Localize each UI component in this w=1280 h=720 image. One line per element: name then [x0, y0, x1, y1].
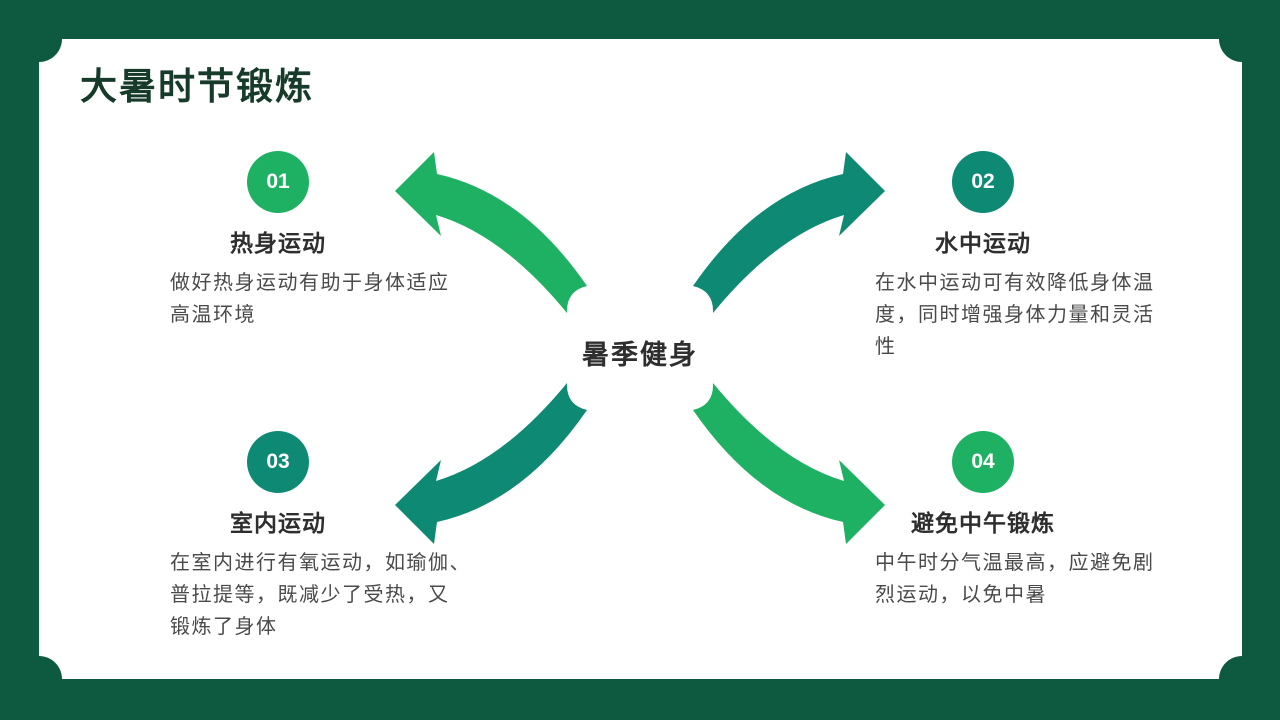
item-description: 在水中运动可有效降低身体温 度，同时增强身体力量和灵活 性	[875, 267, 1187, 363]
corner-notch-bottom-right	[1219, 656, 1265, 702]
description-line: 锻炼了身体	[170, 616, 278, 638]
step-number-badge: 01	[247, 151, 309, 213]
item-indoor-exercise: 03 室内运动 在室内进行有氧运动，如瑜伽、 普拉提等，既减少了受热，又 锻炼了…	[170, 431, 482, 643]
step-number-badge: 04	[952, 431, 1014, 493]
item-description: 中午时分气温最高，应避免剧 烈运动，以免中暑	[875, 547, 1187, 611]
step-number-badge: 03	[247, 431, 309, 493]
item-title: 避免中午锻炼	[911, 510, 1055, 536]
item-warm-up: 01 热身运动 做好热身运动有助于身体适应 高温环境	[170, 151, 482, 331]
content-panel	[39, 39, 1242, 679]
description-line: 普拉提等，既减少了受热，又	[170, 584, 450, 606]
description-line: 做好热身运动有助于身体适应	[170, 272, 450, 294]
item-description: 做好热身运动有助于身体适应 高温环境	[170, 267, 482, 331]
description-line: 度，同时增强身体力量和灵活	[875, 304, 1155, 326]
corner-notch-top-left	[16, 16, 62, 62]
description-line: 中午时分气温最高，应避免剧	[875, 552, 1155, 574]
item-title: 热身运动	[230, 230, 326, 256]
description-line: 高温环境	[170, 304, 256, 326]
page-title: 大暑时节锻炼	[80, 66, 314, 107]
center-label: 暑季健身	[582, 340, 698, 370]
item-title: 室内运动	[230, 510, 326, 536]
description-line: 在水中运动可有效降低身体温	[875, 272, 1155, 294]
corner-notch-bottom-left	[16, 656, 62, 702]
corner-notch-top-right	[1219, 16, 1265, 62]
description-line: 烈运动，以免中暑	[875, 584, 1047, 606]
item-title: 水中运动	[935, 230, 1031, 256]
description-line: 性	[875, 336, 897, 358]
step-number-badge: 02	[952, 151, 1014, 213]
item-description: 在室内进行有氧运动，如瑜伽、 普拉提等，既减少了受热，又 锻炼了身体	[170, 547, 482, 643]
description-line: 在室内进行有氧运动，如瑜伽、	[170, 552, 471, 574]
item-avoid-noon-exercise: 04 避免中午锻炼 中午时分气温最高，应避免剧 烈运动，以免中暑	[875, 431, 1187, 611]
item-water-exercise: 02 水中运动 在水中运动可有效降低身体温 度，同时增强身体力量和灵活 性	[875, 151, 1187, 363]
